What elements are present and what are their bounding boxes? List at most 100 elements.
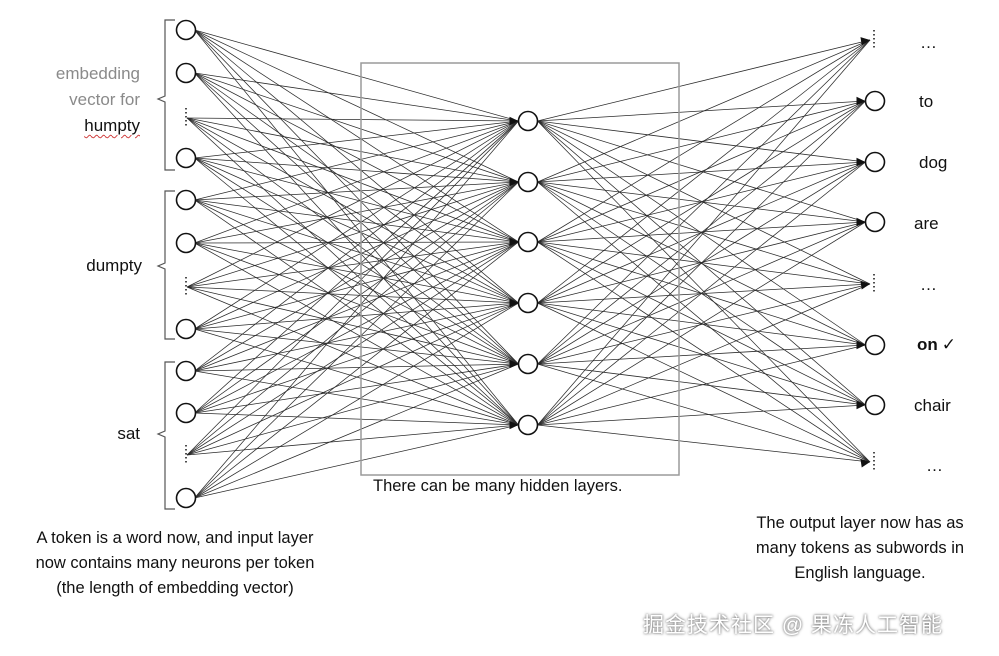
hidden-arrowhead-4 xyxy=(509,359,519,369)
edge-in-4-hid-2 xyxy=(194,199,519,243)
edge-hid-2-out-3 xyxy=(537,221,866,243)
left-caption: A token is a word now, and input layer n… xyxy=(0,526,350,601)
hidden-neuron-3 xyxy=(517,292,539,314)
input-label-sat: sat xyxy=(117,424,140,443)
output-neuron-5 xyxy=(864,334,886,356)
edge-hid-5-out-3 xyxy=(537,221,866,426)
edge-in-10-hid-4 xyxy=(186,363,519,456)
hidden-arrowhead-0 xyxy=(509,116,519,126)
edge-in-6-hid-2 xyxy=(186,241,519,288)
edge-hid-3-out-5 xyxy=(537,302,866,346)
edge-in-11-hid-3 xyxy=(194,302,519,499)
edge-in-5-hid-5 xyxy=(194,242,519,426)
edge-hid-2-out-0 xyxy=(537,39,871,243)
input-label-vector-for: vector for xyxy=(69,90,140,109)
edge-in-9-hid-0 xyxy=(194,120,519,414)
output-arrowhead-3 xyxy=(856,217,866,227)
humpty-word: humpty xyxy=(84,116,140,135)
edge-in-5-hid-2 xyxy=(194,241,519,244)
input-neuron-11 xyxy=(175,487,197,509)
connection-lines xyxy=(186,29,871,499)
edge-in-11-hid-0 xyxy=(194,120,519,499)
edge-in-2-hid-3 xyxy=(186,117,519,304)
edge-in-9-hid-3 xyxy=(194,302,519,414)
edge-in-1-hid-3 xyxy=(194,72,519,304)
output-word-ellipsis-bottom: … xyxy=(926,456,943,475)
edge-hid-1-out-0 xyxy=(537,39,871,183)
output-neuron-2 xyxy=(864,151,886,173)
edge-hid-5-out-0 xyxy=(537,39,871,426)
edge-in-7-hid-0 xyxy=(194,120,519,330)
edge-hid-2-out-1 xyxy=(537,100,866,243)
brace-dumpty xyxy=(156,190,175,340)
hidden-layers-box xyxy=(360,62,680,476)
edge-in-2-hid-4 xyxy=(186,117,519,365)
input-neuron-8 xyxy=(175,360,197,382)
edge-in-0-hid-1 xyxy=(194,29,519,183)
edge-in-0-hid-4 xyxy=(194,29,519,365)
hidden-neuron-1 xyxy=(517,171,539,193)
output-arrowhead-0 xyxy=(860,37,870,46)
edge-in-10-hid-3 xyxy=(186,302,519,456)
output-word-ellipsis-mid: … xyxy=(920,275,937,294)
edge-in-8-hid-5 xyxy=(194,370,519,426)
output-neuron-3 xyxy=(864,211,886,233)
edge-in-6-hid-0 xyxy=(186,120,519,288)
edge-in-1-hid-1 xyxy=(194,72,519,183)
hidden-neuron-0 xyxy=(517,110,539,132)
edge-in-7-hid-1 xyxy=(194,181,519,330)
edge-hid-1-out-2 xyxy=(537,161,866,183)
input-neuron-4 xyxy=(175,189,197,211)
edge-hid-0-out-0 xyxy=(537,39,871,122)
edge-in-1-hid-4 xyxy=(194,72,519,365)
input-neuron-9 xyxy=(175,402,197,424)
input-label-embedding: embedding xyxy=(55,64,140,83)
edge-hid-4-out-1 xyxy=(537,100,866,365)
input-label-dumpty: dumpty xyxy=(86,256,142,275)
edge-in-6-hid-3 xyxy=(186,286,519,304)
edge-hid-2-out-4 xyxy=(537,241,871,285)
edge-in-5-hid-3 xyxy=(194,242,519,304)
input-neuron-5 xyxy=(175,232,197,254)
edge-hid-5-out-4 xyxy=(537,283,871,426)
edge-in-1-hid-5 xyxy=(194,72,519,426)
output-word-on: on✓ xyxy=(917,334,956,356)
edge-hid-4-out-6 xyxy=(537,363,866,406)
output-word-on-text: on xyxy=(917,335,938,354)
edge-in-10-hid-0 xyxy=(186,120,519,456)
edge-in-4-hid-5 xyxy=(194,199,519,426)
input-neuron-0 xyxy=(175,19,197,41)
hidden-neuron-4 xyxy=(517,353,539,375)
edge-hid-5-out-1 xyxy=(537,100,866,426)
watermark: 掘金技术社区 @ 果冻人工智能 xyxy=(643,614,943,637)
right-caption: The output layer now has as many tokens … xyxy=(720,511,999,586)
output-word-dog: dog xyxy=(919,153,948,172)
edge-hid-5-out-6 xyxy=(537,404,866,426)
hidden-layers-caption: There can be many hidden layers. xyxy=(373,477,623,495)
edge-in-6-hid-1 xyxy=(186,181,519,288)
edge-in-4-hid-4 xyxy=(194,199,519,365)
edge-in-10-hid-1 xyxy=(186,181,519,456)
token-group-braces xyxy=(156,19,175,510)
edge-in-9-hid-2 xyxy=(194,241,519,414)
edge-in-4-hid-1 xyxy=(194,181,519,201)
edge-in-5-hid-0 xyxy=(194,120,519,244)
input-neuron-1 xyxy=(175,62,197,84)
edge-in-8-hid-4 xyxy=(194,363,519,372)
output-word-ellipsis-top: … xyxy=(920,33,937,52)
input-neuron-7 xyxy=(175,318,197,340)
left-caption-line-3: (the length of embedding vector) xyxy=(56,579,294,597)
edge-in-6-hid-4 xyxy=(186,286,519,365)
edge-hid-3-out-0 xyxy=(537,39,871,304)
edge-in-7-hid-2 xyxy=(194,241,519,330)
edge-in-11-hid-2 xyxy=(194,241,519,499)
edge-in-5-hid-1 xyxy=(194,181,519,244)
edge-in-10-hid-2 xyxy=(186,241,519,456)
edge-in-2-hid-1 xyxy=(186,117,519,183)
edge-hid-0-out-5 xyxy=(537,120,866,346)
edge-in-3-hid-1 xyxy=(194,157,519,183)
edge-hid-4-out-5 xyxy=(537,344,866,365)
output-arrowhead-7 xyxy=(860,459,870,468)
edge-in-2-hid-5 xyxy=(186,117,519,426)
